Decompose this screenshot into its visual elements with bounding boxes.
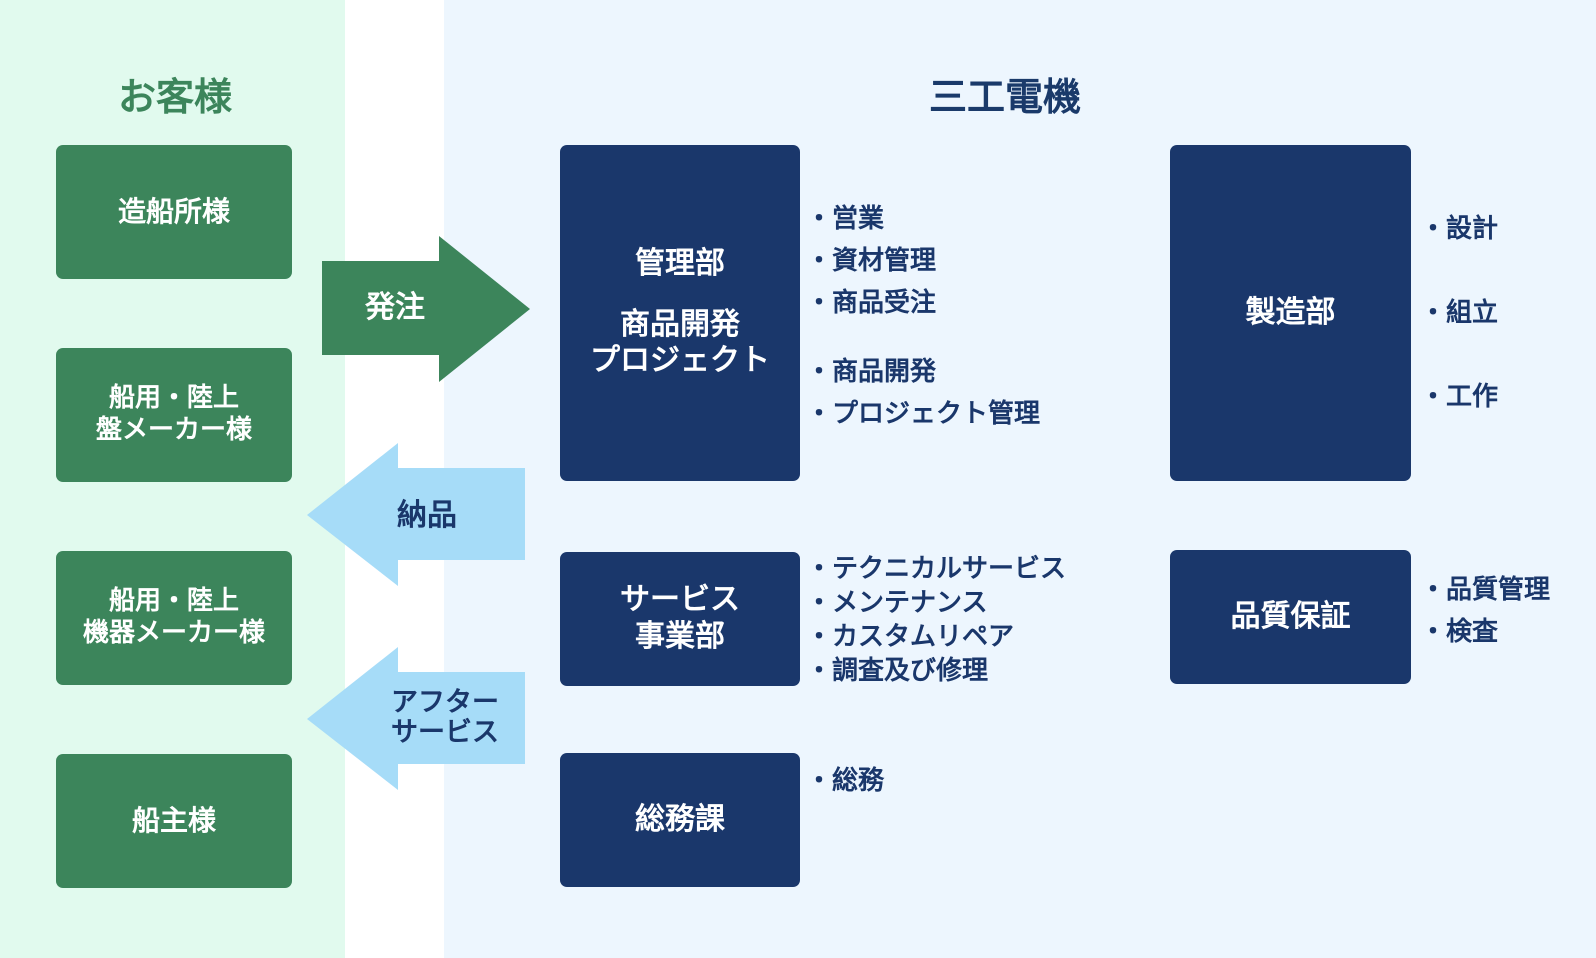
dept-title: 製造部 (1245, 294, 1336, 330)
duty-item: 設計 (1420, 187, 1498, 271)
duty-item: 組立 (1420, 271, 1498, 355)
customer-label-line: 船用・陸上 (108, 586, 239, 617)
delivery-arrow-label: 納品 (397, 498, 457, 533)
company-heading: 三工電機 (928, 75, 1081, 119)
after-service-arrow-label: アフター サービス (380, 688, 510, 747)
duty-item: 調査及び修理 (806, 654, 1066, 688)
dept-title: 管理部 (635, 246, 725, 282)
dept-management: 管理部 商品開発 プロジェクト (560, 145, 800, 481)
dept-quality: 品質保証 (1170, 550, 1411, 684)
customer-box-shipyard: 造船所様 (56, 145, 292, 279)
customer-box-panel-maker: 船用・陸上 盤メーカー様 (56, 348, 292, 482)
management-duties: 営業 資材管理 商品受注 (806, 198, 936, 324)
dept-subtitle-line: 商品開発 (620, 306, 740, 342)
dept-manufacturing: 製造部 (1170, 145, 1411, 481)
dept-service: サービス 事業部 (560, 552, 800, 686)
quality-duties: 品質管理 検査 (1420, 569, 1550, 653)
customer-label-line: 機器メーカー様 (82, 618, 265, 648)
duty-item: 工作 (1420, 355, 1498, 439)
dept-title-line: サービス (620, 582, 740, 618)
delivery-arrow-shape (307, 443, 525, 586)
dept-title: 総務課 (635, 801, 725, 837)
duty-item: 資材管理 (806, 240, 936, 282)
duty-item: 商品開発 (806, 351, 1040, 393)
duty-item: 商品受注 (806, 282, 936, 324)
order-arrow-label: 発注 (365, 290, 425, 325)
dept-title: 品質保証 (1230, 598, 1351, 634)
duty-item: カスタムリペア (806, 620, 1066, 654)
after-service-label-line: サービス (391, 716, 499, 748)
after-service-label-line: アフター (391, 687, 499, 718)
order-arrow (322, 236, 530, 382)
order-arrow-shape (322, 236, 530, 382)
dept-general-affairs: 総務課 (560, 753, 800, 887)
duty-item: 検査 (1420, 611, 1550, 653)
duty-item: 営業 (806, 198, 936, 240)
duty-item: テクニカルサービス (806, 552, 1066, 586)
manufacturing-duties: 設計 組立 工作 (1420, 187, 1498, 439)
customer-box-shipowner: 船主様 (56, 754, 292, 888)
duty-item: 品質管理 (1420, 569, 1550, 611)
customer-label: 船主様 (131, 803, 216, 837)
after-service-arrow-shape (307, 647, 525, 790)
after-service-arrow (307, 647, 525, 790)
customer-label: 造船所様 (117, 194, 230, 228)
customer-label-line: 船用・陸上 (108, 383, 239, 414)
duty-item: 総務 (806, 762, 884, 800)
customer-label-line: 盤メーカー様 (95, 415, 252, 445)
duty-item: プロジェクト管理 (806, 393, 1040, 435)
service-duties: テクニカルサービス メンテナンス カスタムリペア 調査及び修理 (806, 552, 1066, 688)
customer-heading: お客様 (117, 75, 232, 119)
dept-subtitle-line: プロジェクト (590, 343, 770, 379)
duty-item: メンテナンス (806, 586, 1066, 620)
general-affairs-duties: 総務 (806, 762, 884, 800)
customer-box-equipment-maker: 船用・陸上 機器メーカー様 (56, 551, 292, 685)
dept-title-line: 事業部 (635, 619, 725, 654)
product-dev-duties: 商品開発 プロジェクト管理 (806, 351, 1040, 435)
delivery-arrow (307, 443, 525, 586)
